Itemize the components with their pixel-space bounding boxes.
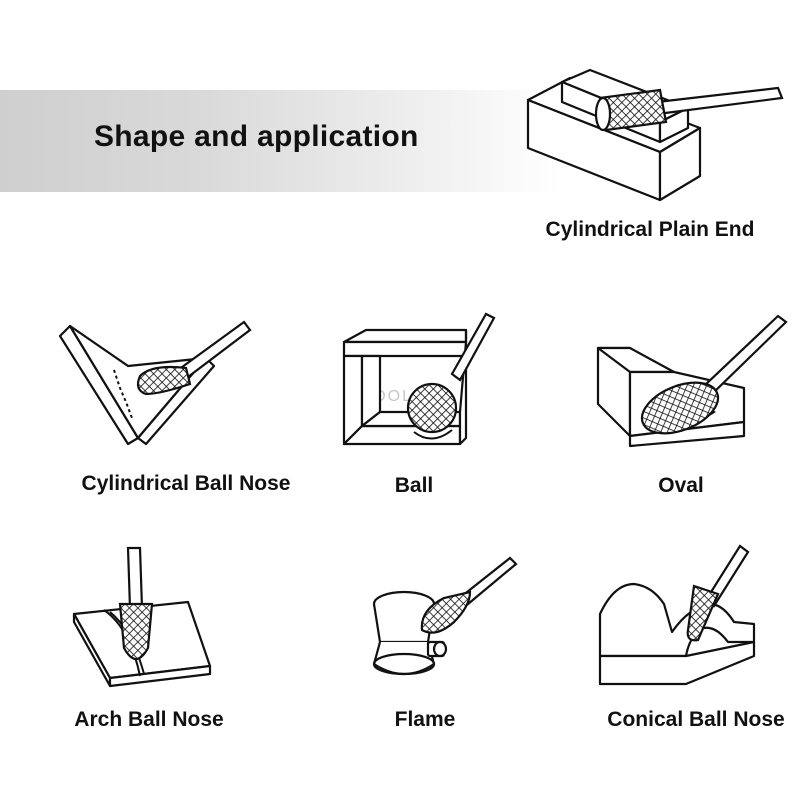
cylindrical-ball-nose-burr-icon <box>56 318 256 446</box>
conical-ball-nose-burr-icon <box>594 544 790 690</box>
label-flame: Flame <box>394 708 456 731</box>
label-arch-ball-nose: Arch Ball Nose <box>74 708 224 731</box>
ball-burr-icon <box>340 312 500 446</box>
label-conical-ball-nose: Conical Ball Nose <box>607 708 785 731</box>
label-oval: Oval <box>658 474 704 497</box>
label-cylindrical-plain-end: Cylindrical Plain End <box>545 218 755 241</box>
arch-ball-nose-burr-icon <box>70 548 220 688</box>
oval-burr-icon <box>594 312 794 448</box>
flame-burr-icon <box>370 552 520 688</box>
cylindrical-plain-end-burr-icon <box>520 68 790 208</box>
page-title: Shape and application <box>94 120 419 153</box>
label-ball: Ball <box>394 474 434 497</box>
header-banner <box>0 90 560 192</box>
label-cylindrical-ball-nose: Cylindrical Ball Nose <box>81 472 291 495</box>
